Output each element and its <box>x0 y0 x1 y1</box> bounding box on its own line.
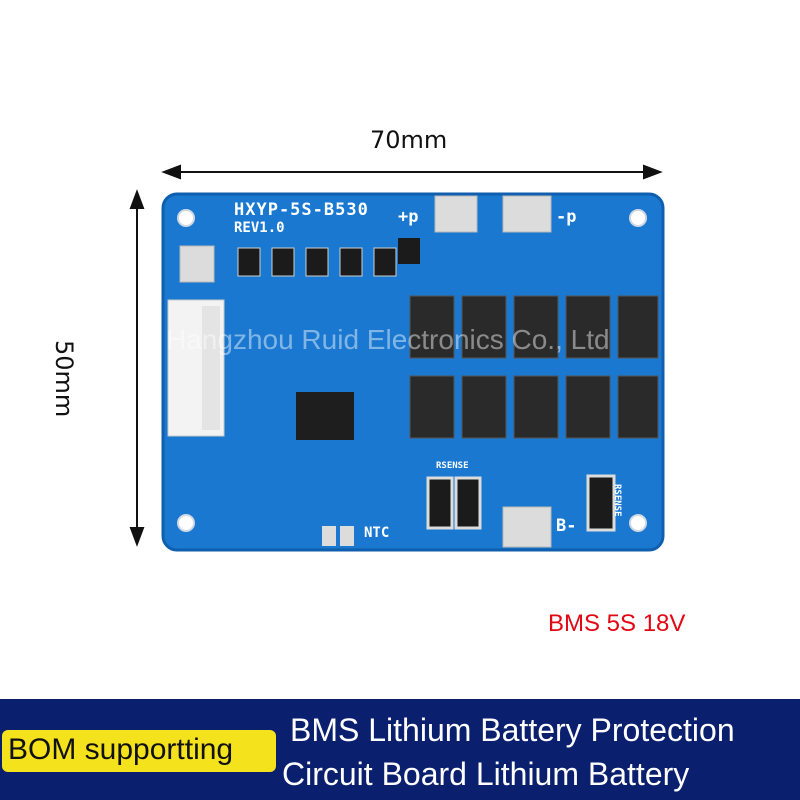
bom-badge-text: BOM supportting <box>8 733 234 766</box>
product-tag: BMS 5S 18V <box>548 610 686 637</box>
ntc-label: NTC <box>364 525 390 541</box>
rsense-right-label: RSENSE <box>612 484 622 517</box>
board-revision-silkscreen: REV1.0 <box>234 220 285 236</box>
board-model-silkscreen: HXYP-5S-B530 <box>234 200 369 220</box>
watermark-text: Hangzhou Ruid Electronics Co., Ltd <box>166 324 610 355</box>
pad-p-minus-label: -p <box>556 207 577 227</box>
rsense-left-label: RSENSE <box>436 461 469 471</box>
pad-b-minus-label: B- <box>556 516 577 536</box>
width-dimension-label: 70mm <box>370 126 448 154</box>
bom-badge <box>2 730 276 772</box>
banner-title-line2: Circuit Board Lithium Battery <box>282 756 690 792</box>
banner-title-line1: BMS Lithium Battery Protection <box>290 712 735 748</box>
pad-p-plus-label: +p <box>398 207 419 227</box>
